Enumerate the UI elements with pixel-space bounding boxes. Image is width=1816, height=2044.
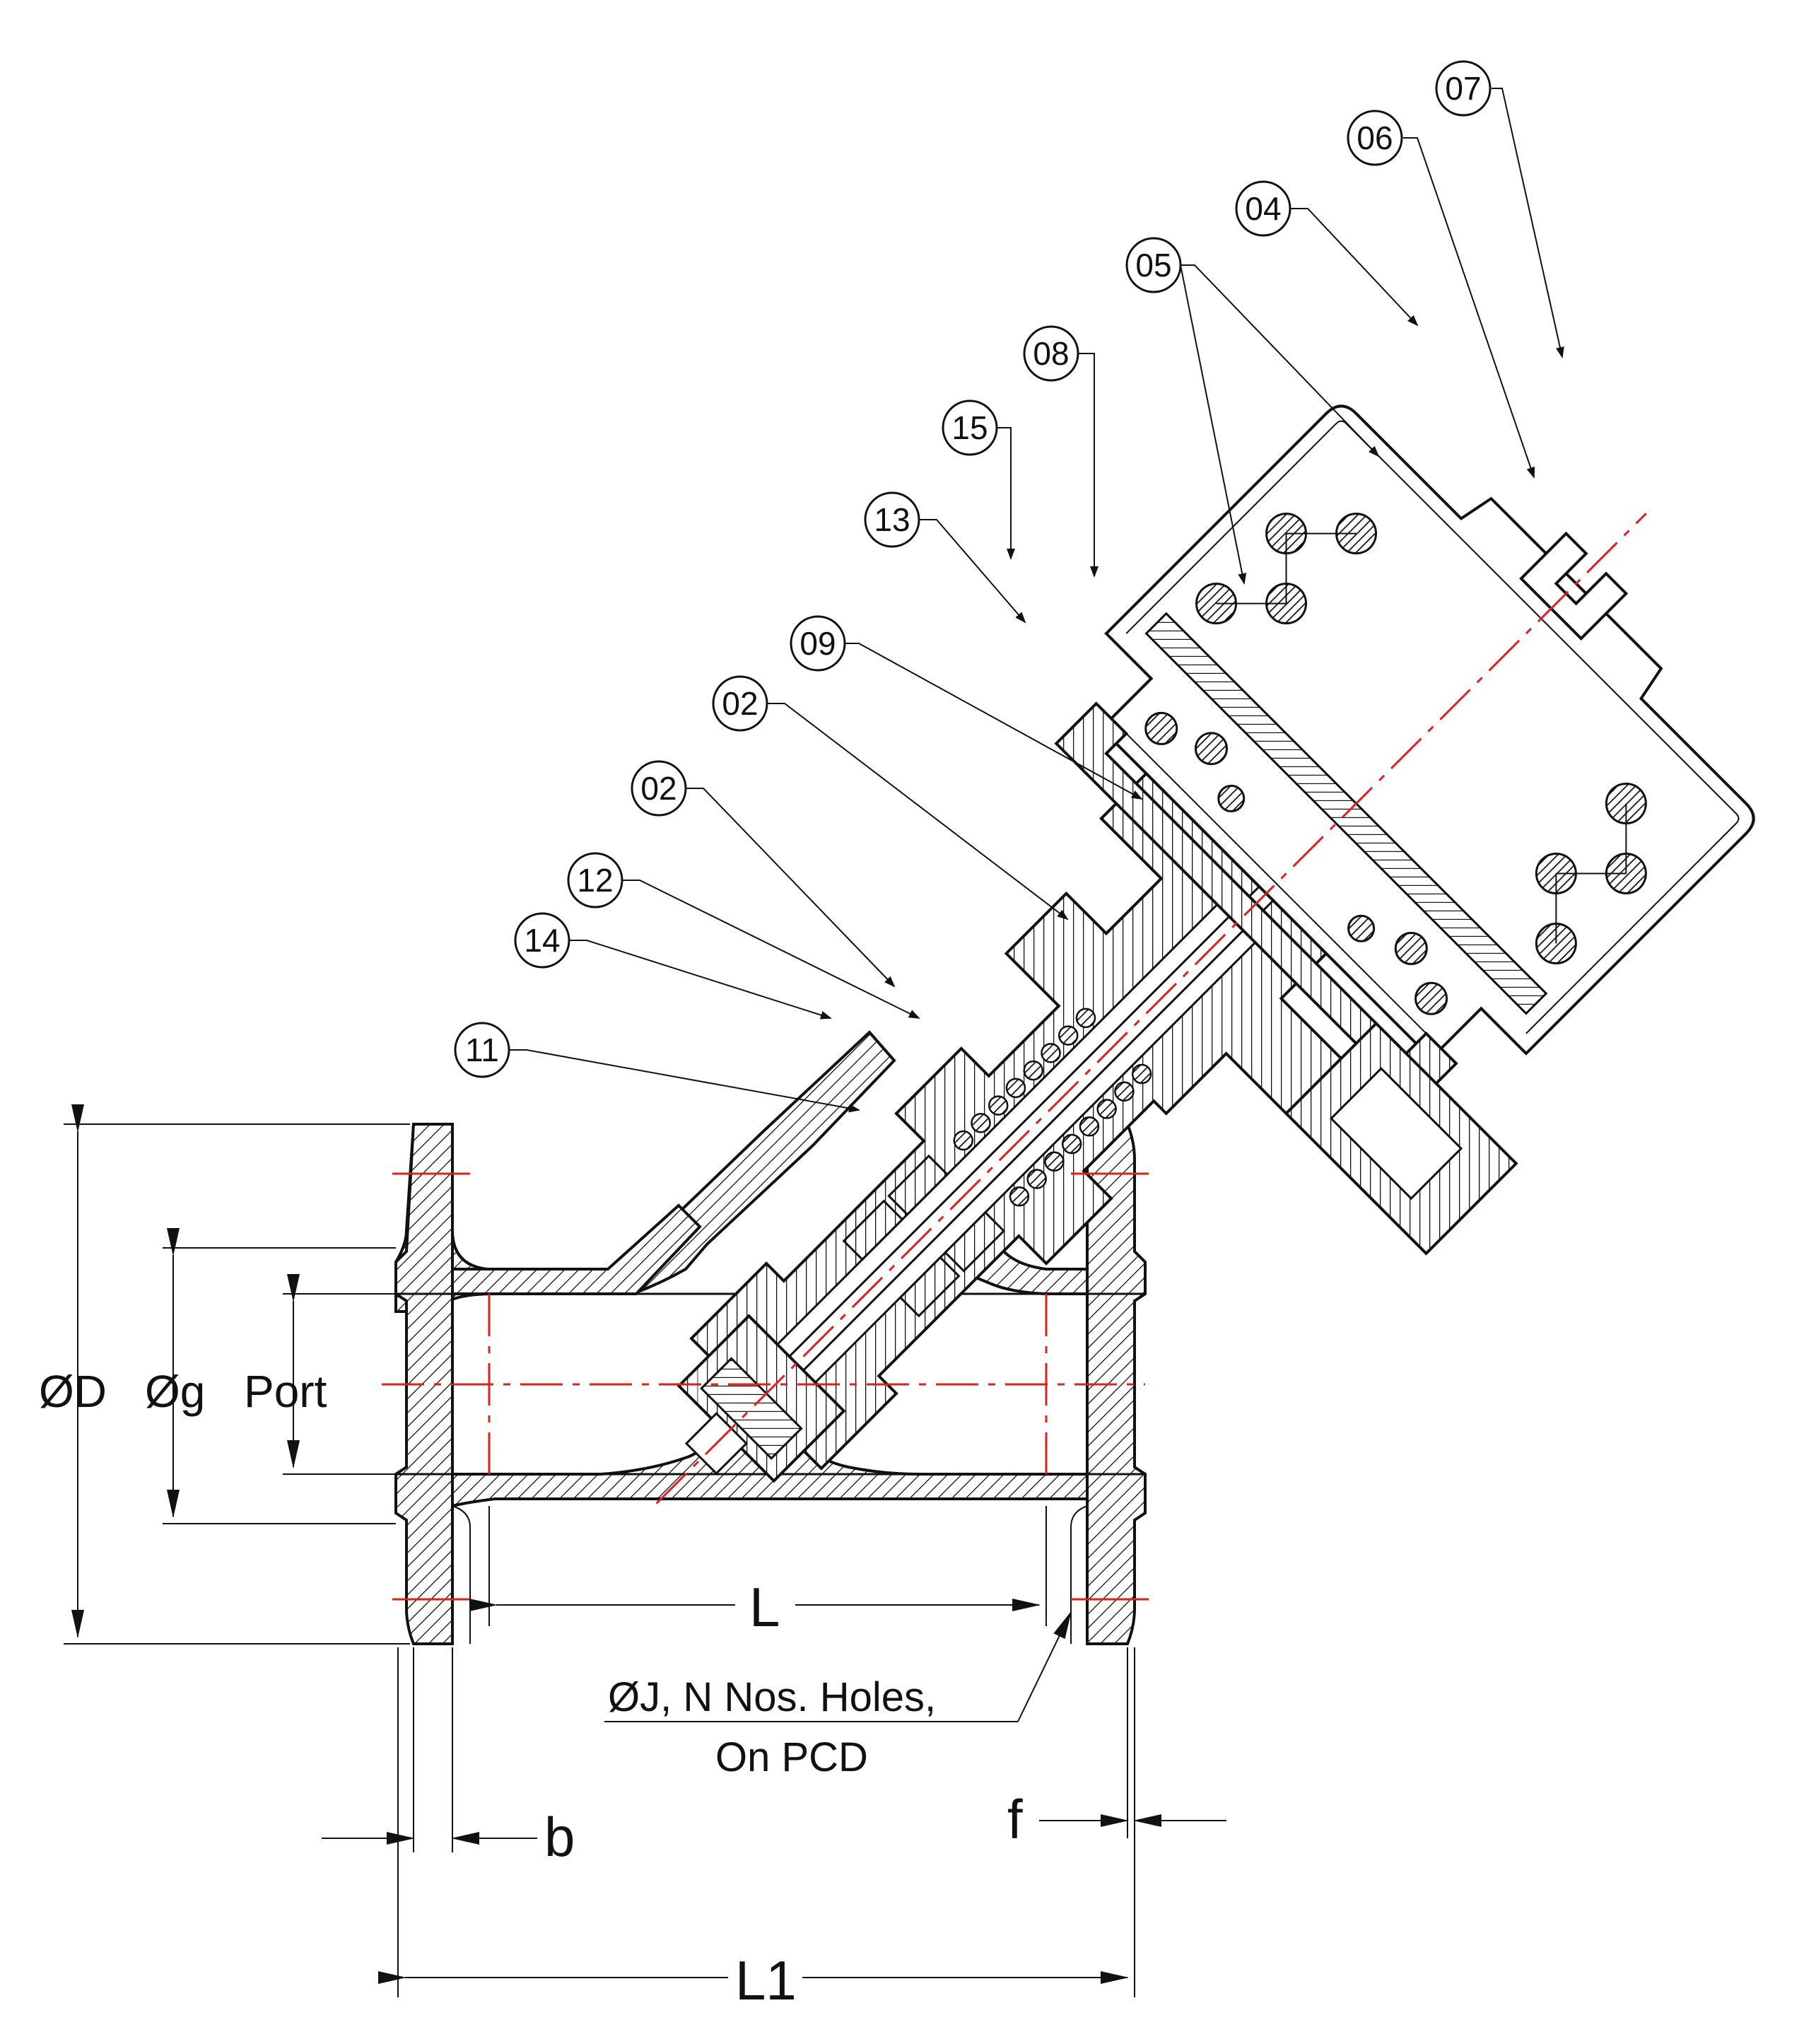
balloon-leaders [509, 88, 1564, 1113]
balloon-04: 04 [1235, 180, 1291, 237]
dimensions [64, 1104, 1226, 1997]
balloon-13: 13 [864, 491, 920, 548]
balloon-06: 06 [1347, 110, 1403, 166]
dim-od: ØD [39, 1366, 107, 1417]
dim-port: Port [244, 1366, 327, 1417]
dim-b: b [544, 1806, 575, 1868]
holes-note-line1: ØJ, N Nos. Holes, [608, 1674, 936, 1720]
balloon-08: 08 [1023, 325, 1079, 382]
pipe-bottom-outer [452, 1505, 1088, 1644]
balloon-05: 05 [1125, 237, 1182, 293]
actuator-springs [1144, 513, 1647, 1015]
dim-l1: L1 [735, 1949, 797, 2011]
balloon-02-lower: 02 [631, 760, 687, 817]
bonnet-spring [953, 1008, 1152, 1207]
dim-og: Øg [145, 1366, 205, 1417]
svg-text:07: 07 [1445, 70, 1481, 107]
svg-text:14: 14 [524, 922, 560, 959]
gland-packing [842, 1154, 1006, 1318]
balloon-12: 12 [567, 852, 623, 909]
mounting-bracket-window [1330, 1067, 1463, 1201]
balloon-11: 11 [454, 1022, 510, 1078]
balloon-15: 15 [942, 399, 998, 456]
holes-note-line2: On PCD [715, 1734, 868, 1780]
balloon-07: 07 [1435, 60, 1492, 117]
svg-text:09: 09 [799, 625, 836, 662]
dim-l: L [749, 1576, 780, 1638]
balloon-02-upper: 02 [712, 675, 768, 732]
svg-text:02: 02 [722, 685, 758, 722]
actuator-top-cap [1519, 531, 1629, 641]
svg-text:13: 13 [874, 501, 910, 538]
dim-f: f [1007, 1788, 1023, 1850]
svg-text:11: 11 [465, 1032, 499, 1068]
balloon-14: 14 [514, 912, 570, 969]
svg-text:06: 06 [1357, 119, 1393, 156]
actuator-housing [1099, 404, 1755, 1061]
svg-text:04: 04 [1245, 190, 1281, 227]
centerlines [382, 1172, 1149, 1601]
svg-text:15: 15 [951, 409, 988, 446]
bonnet-actuator-assembly [655, 404, 1755, 1505]
svg-text:08: 08 [1033, 335, 1069, 372]
svg-text:05: 05 [1135, 247, 1171, 284]
balloon-09: 09 [790, 615, 846, 672]
svg-text:12: 12 [577, 862, 613, 899]
svg-text:02: 02 [640, 770, 676, 807]
